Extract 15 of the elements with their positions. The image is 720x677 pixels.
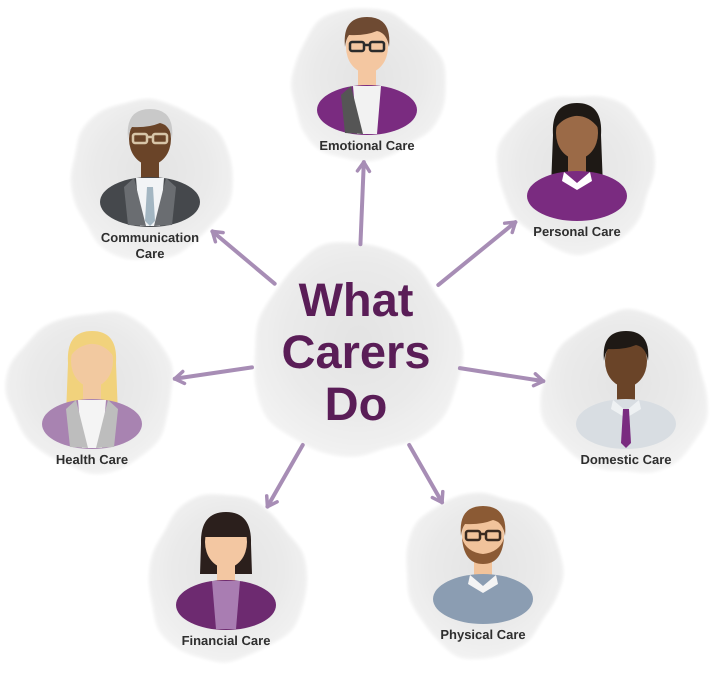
arrow — [210, 229, 277, 286]
node-label: Domestic Care — [580, 452, 672, 468]
node-label: Emotional Care — [319, 138, 415, 154]
arrow — [458, 366, 546, 388]
arrow — [436, 220, 518, 287]
arrow — [356, 160, 372, 246]
arrow — [172, 365, 254, 386]
arrow — [264, 443, 305, 509]
arrow — [407, 443, 445, 504]
node-label: Financial Care — [182, 633, 270, 649]
node-label: Physical Care — [440, 627, 526, 643]
heading-text: What Carers Do — [282, 274, 430, 430]
node-label: Health Care — [56, 452, 128, 468]
node-label: Personal Care — [533, 224, 621, 240]
node-label: Communication Care — [100, 230, 200, 262]
